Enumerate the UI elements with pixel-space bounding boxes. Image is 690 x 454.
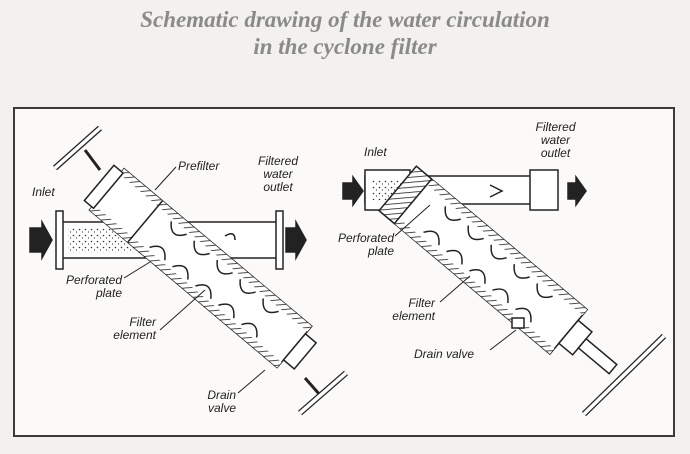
left-filter-element-line-1: Filter (129, 315, 156, 329)
left-drain-line-2: valve (207, 401, 236, 415)
left-perforated-line-1: Perforated (65, 273, 122, 287)
right-inlet-arrow (342, 174, 364, 208)
right-filtered-line-2: water (540, 133, 571, 147)
diagram-frame (13, 107, 675, 437)
right-perforated-plate-label: Perforated plate (322, 232, 394, 258)
left-perforated-line-2: plate (95, 286, 122, 300)
left-inlet-flange (55, 210, 64, 270)
right-cyclone-filter (342, 165, 667, 417)
right-filtered-outlet-label: Filtered water outlet (528, 121, 583, 160)
left-inlet-label: Inlet (32, 185, 55, 199)
left-filter-element-line-2: element (113, 328, 156, 342)
left-filtered-outlet-label: Filtered water outlet (253, 155, 303, 194)
left-prefilter-label: Prefilter (178, 159, 220, 173)
left-filtered-line-3: outlet (263, 180, 293, 194)
right-inlet-label: Inlet (364, 145, 387, 159)
page-title: Schematic drawing of the water circulati… (0, 6, 690, 60)
right-filtered-line-1: Filtered (535, 120, 576, 134)
right-perforated-line-2: plate (367, 244, 394, 258)
left-outlet-flange (275, 210, 284, 270)
right-outlet-arrow (567, 174, 587, 208)
right-filter-element-line-1: Filter (408, 296, 435, 310)
left-perforated-plate-label: Perforated plate (50, 274, 122, 300)
right-leaders (394, 204, 517, 351)
right-filter-element-label: Filter element (383, 297, 435, 323)
left-filter-element-label: Filter element (104, 316, 156, 342)
right-perforated-line-1: Perforated (337, 231, 394, 245)
left-drain-line-1: Drain (207, 388, 236, 402)
right-filtered-line-3: outlet (540, 146, 571, 160)
left-drain-valve-label: Drain valve (196, 389, 236, 415)
title-line-1: Schematic drawing of the water circulati… (140, 7, 550, 32)
left-outlet-arrow (285, 219, 307, 261)
title-line-2: in the cyclone filter (253, 34, 437, 59)
left-filtered-line-2: water (263, 167, 293, 181)
right-drain-valve-label: Drain valve (414, 347, 475, 361)
left-cyclone-filter (29, 125, 348, 416)
left-filtered-line-1: Filtered (257, 154, 298, 168)
right-filter-element-line-2: element (392, 309, 435, 323)
left-inlet-arrow (29, 219, 53, 261)
left-leaders (123, 166, 266, 394)
